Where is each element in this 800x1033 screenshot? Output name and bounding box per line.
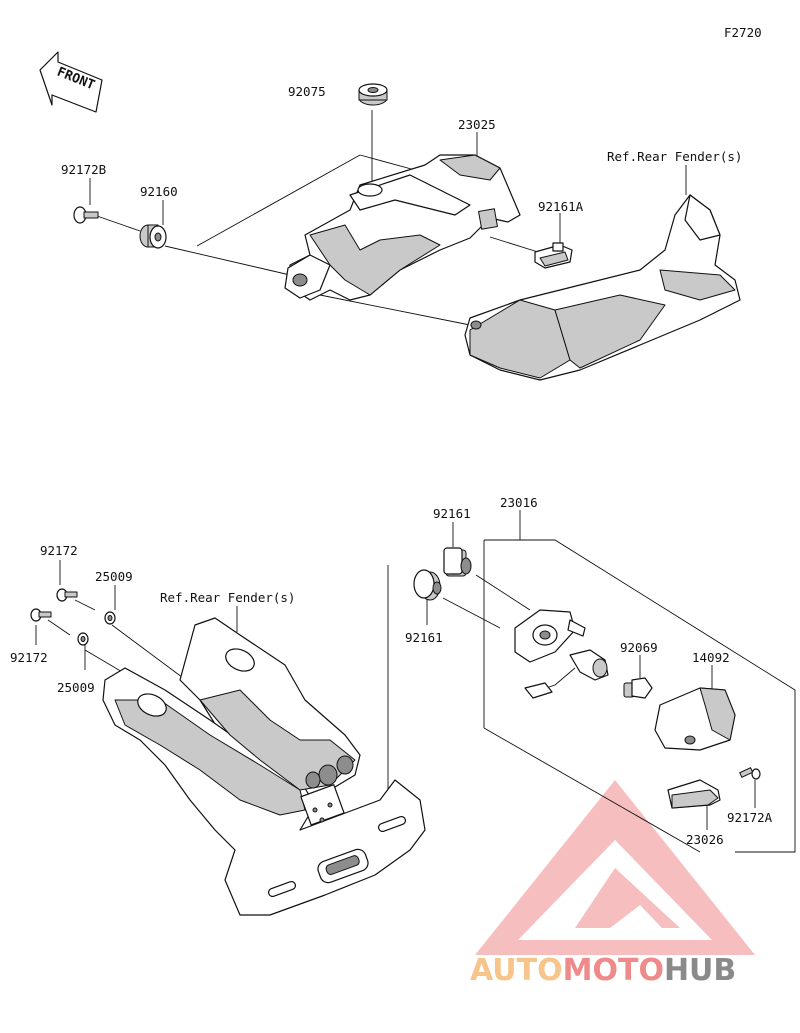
bracket-23025 — [284, 154, 521, 301]
screw-92172-lower — [30, 608, 52, 622]
turn-signal-housing-23016 — [514, 609, 609, 699]
reflector-23026 — [667, 779, 721, 809]
label-ref-rear-fender-top: Ref.Rear Fender(s) — [607, 149, 742, 164]
bottom-group-frame — [387, 510, 796, 853]
label-25009-upper: 25009 — [95, 569, 133, 584]
label-92161-upper: 92161 — [433, 506, 471, 521]
label-92172A: 92172A — [727, 810, 773, 825]
grommet-92075 — [358, 83, 388, 106]
figure-code: F2720 — [724, 25, 762, 40]
label-92069: 92069 — [620, 640, 658, 655]
watermark-auto: AUTO — [470, 953, 563, 988]
label-92161A: 92161A — [538, 199, 584, 214]
screw-92172-upper — [56, 588, 78, 602]
label-23026: 23026 — [686, 832, 724, 847]
washer-25009-upper — [104, 611, 116, 625]
label-92172-upper: 92172 — [40, 543, 78, 558]
connector-92161A — [534, 242, 573, 269]
grommet-92161-lower — [413, 569, 442, 601]
label-92161-lower: 92161 — [405, 630, 443, 645]
label-ref-rear-fender-bottom: Ref.Rear Fender(s) — [160, 590, 295, 605]
label-92160: 92160 — [140, 184, 178, 199]
grommet-92160 — [139, 224, 167, 249]
lens-14092 — [654, 687, 736, 751]
label-92172B: 92172B — [61, 162, 106, 177]
label-23016: 23016 — [500, 495, 538, 510]
front-arrow-icon — [39, 51, 103, 113]
washer-25009-lower — [77, 632, 89, 646]
screw-92172B — [73, 206, 99, 224]
watermark-moto: MOTO — [563, 953, 664, 988]
bulb-92069 — [623, 677, 653, 699]
label-92075: 92075 — [288, 84, 326, 99]
top-leader-lines — [89, 110, 687, 326]
rear-fender-bottom — [102, 617, 426, 916]
watermark-logo — [475, 780, 755, 955]
label-25009-lower: 25009 — [57, 680, 95, 695]
label-14092: 14092 — [692, 650, 730, 665]
grommet-92161-upper — [443, 547, 472, 577]
watermark-text: AUTOMOTOHUB — [470, 953, 736, 988]
watermark-hub: HUB — [664, 953, 736, 988]
label-23025: 23025 — [458, 117, 496, 132]
rear-fender-top — [464, 194, 741, 381]
screw-92172A — [739, 767, 761, 780]
label-92172-lower: 92172 — [10, 650, 48, 665]
